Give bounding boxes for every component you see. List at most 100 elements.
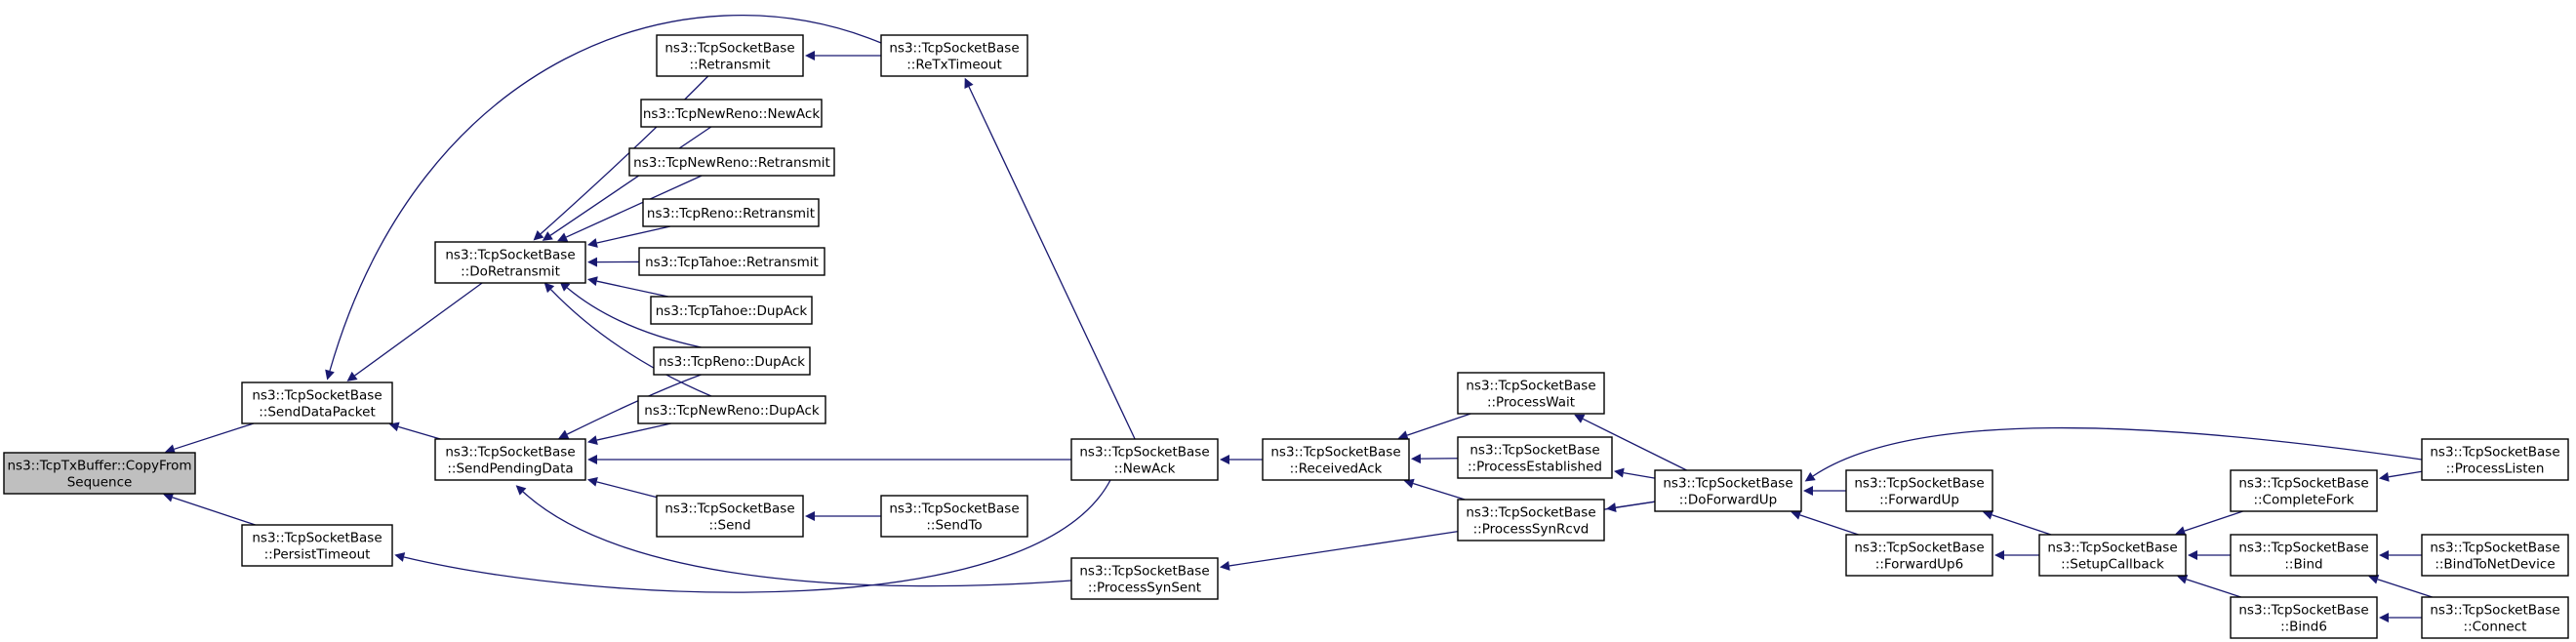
node-sendto[interactable]: ns3::TcpSocketBase::SendTo (880, 495, 1028, 538)
node-fu[interactable]: ns3::TcpSocketBase::ForwardUp (1845, 469, 1993, 512)
node-na[interactable]: ns3::TcpSocketBase::NewAck (1070, 438, 1219, 481)
node-label: ns3::TcpSocketBase (1270, 445, 1400, 461)
edge-send-to-spd (586, 477, 658, 499)
node-label: ns3::TcpNewReno::NewAck (643, 106, 821, 122)
node-label: ::SetupCallback (2061, 557, 2164, 573)
node-label: ns3::TcpSocketBase (2430, 603, 2559, 619)
node-box (656, 495, 804, 538)
edge-bind6-to-sc (2177, 574, 2241, 598)
node-label: ns3::TcpReno::Retransmit (647, 206, 815, 221)
edge-pw-to-ra (1397, 413, 1471, 440)
node-label: ns3::TcpTahoe::DupAck (656, 303, 808, 319)
node-label: ::ForwardUp6 (1875, 557, 1963, 573)
node-label: ns3::TcpSocketBase (2238, 603, 2368, 619)
edge-na-to-rtt (964, 77, 1136, 440)
node-nrda[interactable]: ns3::TcpNewReno::DupAck (637, 395, 826, 424)
node-send[interactable]: ns3::TcpSocketBase::Send (656, 495, 804, 538)
node-label: ::SendPendingData (447, 461, 573, 477)
node-pt[interactable]: ns3::TcpSocketBase::PersistTimeout (241, 524, 393, 567)
node-label: ::BindToNetDevice (2435, 557, 2555, 573)
node-tda[interactable]: ns3::TcpTahoe::DupAck (650, 296, 813, 325)
node-label: ns3::TcpSocketBase (889, 502, 1019, 517)
edge-rrt-to-dr (586, 225, 671, 248)
node-box (638, 247, 825, 276)
node-label: ::SendTo (926, 518, 982, 534)
node-label: ns3::TcpSocketBase (2430, 541, 2559, 556)
node-label: ::ProcessListen (2446, 461, 2545, 477)
node-box (1845, 534, 1993, 577)
edge-dfu-to-pe (1613, 467, 1656, 479)
node-box (1457, 372, 1605, 415)
edge-fu6-to-dfu (1791, 510, 1859, 536)
node-pw[interactable]: ns3::TcpSocketBase::ProcessWait (1457, 372, 1605, 415)
edge-tda-to-dr (586, 276, 668, 298)
node-trt[interactable]: ns3::TcpTahoe::Retransmit (638, 247, 825, 276)
edge-spd-to-sdp (388, 421, 441, 440)
node-label: ns3::TcpSocketBase (2047, 541, 2177, 556)
node-label: ns3::TcpSocketBase (252, 531, 382, 546)
edge-pt-to-root (163, 493, 256, 526)
node-label: ::CompleteFork (2253, 493, 2354, 508)
node-box (3, 452, 196, 495)
node-label: ns3::TcpSocketBase (1079, 564, 1209, 580)
node-spd[interactable]: ns3::TcpSocketBase::SendPendingData (434, 438, 586, 481)
node-label: ns3::TcpSocketBase (2238, 541, 2368, 556)
node-pss[interactable]: ns3::TcpSocketBase::ProcessSynSent (1070, 557, 1219, 600)
node-sdp[interactable]: ns3::TcpSocketBase::SendDataPacket (241, 381, 393, 424)
edge-pl-to-cf (2378, 470, 2423, 482)
node-box (880, 34, 1028, 77)
edge-dr-to-sdp (346, 282, 483, 381)
node-rda[interactable]: ns3::TcpReno::DupAck (653, 346, 811, 376)
node-box (642, 198, 820, 227)
node-label: Sequence (67, 475, 133, 491)
node-box (434, 241, 586, 284)
node-label: ::SendDataPacket (259, 405, 376, 421)
node-rt[interactable]: ns3::TcpSocketBase::Retransmit (656, 34, 804, 77)
node-rtt[interactable]: ns3::TcpSocketBase::ReTxTimeout (880, 34, 1028, 77)
node-label: ::Connect (2464, 620, 2527, 635)
node-rrt[interactable]: ns3::TcpReno::Retransmit (642, 198, 820, 227)
edge-layer (163, 15, 2433, 622)
node-bind6[interactable]: ns3::TcpSocketBase::Bind6 (2230, 596, 2378, 639)
node-bind[interactable]: ns3::TcpSocketBase::Bind (2230, 534, 2378, 577)
edge-pl-to-dfu (1804, 426, 2423, 482)
node-nrrt[interactable]: ns3::TcpNewReno::Retransmit (628, 147, 835, 177)
node-box (1457, 436, 1613, 479)
node-sc[interactable]: ns3::TcpSocketBase::SetupCallback (2038, 534, 2187, 577)
node-pl[interactable]: ns3::TcpSocketBase::ProcessListen (2421, 438, 2569, 481)
node-label: ns3::TcpSocketBase (664, 41, 794, 57)
edge-pss-to-spd (515, 485, 1072, 587)
node-cf[interactable]: ns3::TcpSocketBase::CompleteFork (2230, 469, 2378, 512)
node-label: ns3::TcpSocketBase (1854, 541, 1984, 556)
node-pe[interactable]: ns3::TcpSocketBase::ProcessEstablished (1457, 436, 1613, 479)
node-label: ::ReTxTimeout (906, 58, 1002, 73)
node-fu6[interactable]: ns3::TcpSocketBase::ForwardUp6 (1845, 534, 1993, 577)
node-label: ::DoRetransmit (461, 264, 560, 280)
node-label: ::Bind6 (2280, 620, 2327, 635)
node-label: ns3::TcpTxBuffer::CopyFrom (8, 459, 192, 474)
node-label: ::Send (708, 518, 750, 534)
node-label: ::ProcessEstablished (1468, 460, 1602, 475)
node-dr[interactable]: ns3::TcpSocketBase::DoRetransmit (434, 241, 586, 284)
node-label: ns3::TcpSocketBase (1663, 476, 1792, 492)
node-psr[interactable]: ns3::TcpSocketBase::ProcessSynRcvd (1457, 499, 1605, 542)
edge-nrda-to-spd (586, 422, 671, 445)
node-dfu[interactable]: ns3::TcpSocketBase::DoForwardUp (1654, 469, 1802, 512)
edge-nrda-to-dr (543, 282, 712, 397)
node-btnd[interactable]: ns3::TcpSocketBase::BindToNetDevice (2421, 534, 2569, 577)
node-ra[interactable]: ns3::TcpSocketBase::ReceivedAck (1262, 438, 1410, 481)
node-nrna[interactable]: ns3::TcpNewReno::NewAck (640, 99, 823, 128)
node-box (2421, 596, 2569, 639)
node-label: ns3::TcpReno::DupAck (659, 354, 805, 370)
node-label: ns3::TcpSocketBase (445, 445, 575, 461)
node-conn[interactable]: ns3::TcpSocketBase::Connect (2421, 596, 2569, 639)
edge-rda-to-dr (559, 281, 702, 348)
node-box (1654, 469, 1802, 512)
node-label: ns3::TcpSocketBase (1079, 445, 1209, 461)
edge-rtt-to-sdp (325, 15, 882, 381)
node-box (2230, 469, 2378, 512)
node-label: ns3::TcpSocketBase (445, 248, 575, 263)
node-label: ::Bind (2284, 557, 2322, 573)
